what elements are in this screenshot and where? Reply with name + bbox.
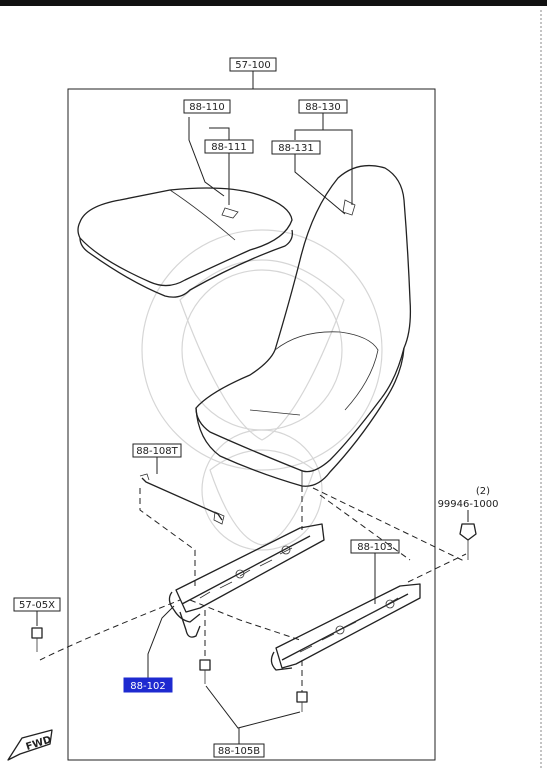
label-88-103-text: 88-103 bbox=[357, 542, 392, 553]
leader-88-130-right bbox=[323, 129, 353, 205]
label-88-111-text: 88-111 bbox=[211, 142, 246, 153]
label-88-102[interactable]: 88-102 bbox=[123, 677, 173, 693]
label-88-130-text: 88-130 bbox=[305, 102, 340, 113]
label-57-100-text: 57-100 bbox=[235, 60, 270, 71]
alignment-lines bbox=[39, 486, 467, 692]
fwd-arrow-icon: FWD bbox=[7, 729, 53, 761]
leader-88-130 bbox=[294, 113, 324, 140]
nut-part[interactable] bbox=[459, 523, 477, 560]
leader-88-102 bbox=[147, 605, 175, 678]
side-bolt-part[interactable] bbox=[31, 627, 43, 652]
bolt-part-right[interactable] bbox=[296, 691, 308, 712]
label-88-108T[interactable]: 88-108T bbox=[132, 443, 182, 458]
label-88-130[interactable]: 88-130 bbox=[298, 99, 348, 114]
leader-88-105B bbox=[205, 685, 301, 729]
header-bar bbox=[0, 0, 547, 6]
seat-rail-left[interactable] bbox=[168, 523, 325, 638]
label-88-108T-text: 88-108T bbox=[136, 446, 178, 457]
label-88-131-text: 88-131 bbox=[278, 143, 313, 154]
hardware-qty-text: (2) bbox=[476, 486, 490, 497]
label-99946-1000[interactable]: 99946-1000 bbox=[438, 499, 499, 510]
seat-back[interactable] bbox=[195, 164, 412, 487]
label-99946-1000-text: 99946-1000 bbox=[438, 499, 499, 510]
fwd-text: FWD bbox=[25, 734, 53, 753]
label-57-100[interactable]: 57-100 bbox=[229, 57, 277, 72]
label-88-110-text: 88-110 bbox=[189, 102, 224, 113]
release-cable[interactable] bbox=[139, 473, 225, 525]
bolt-part-left[interactable] bbox=[199, 659, 211, 684]
label-88-131[interactable]: 88-131 bbox=[271, 140, 321, 155]
watermark bbox=[141, 229, 383, 551]
label-88-102-text: 88-102 bbox=[130, 681, 165, 692]
label-88-103[interactable]: 88-103 bbox=[350, 539, 400, 554]
assembly-frame bbox=[67, 88, 436, 761]
label-88-111[interactable]: 88-111 bbox=[204, 139, 254, 154]
seat-rail-right[interactable] bbox=[270, 583, 421, 671]
leader-88-131 bbox=[294, 154, 346, 215]
seat-cushion[interactable] bbox=[77, 187, 293, 298]
label-88-110[interactable]: 88-110 bbox=[183, 99, 231, 114]
leader-88-110-bracket bbox=[209, 127, 230, 140]
label-hardware-qty: (2) bbox=[476, 486, 490, 497]
label-57-05X[interactable]: 57-05X bbox=[13, 597, 61, 612]
label-88-105B-text: 88-105B bbox=[218, 746, 260, 757]
leader-88-110 bbox=[188, 117, 225, 197]
label-57-05X-text: 57-05X bbox=[19, 600, 55, 611]
label-88-105B[interactable]: 88-105B bbox=[213, 743, 265, 758]
